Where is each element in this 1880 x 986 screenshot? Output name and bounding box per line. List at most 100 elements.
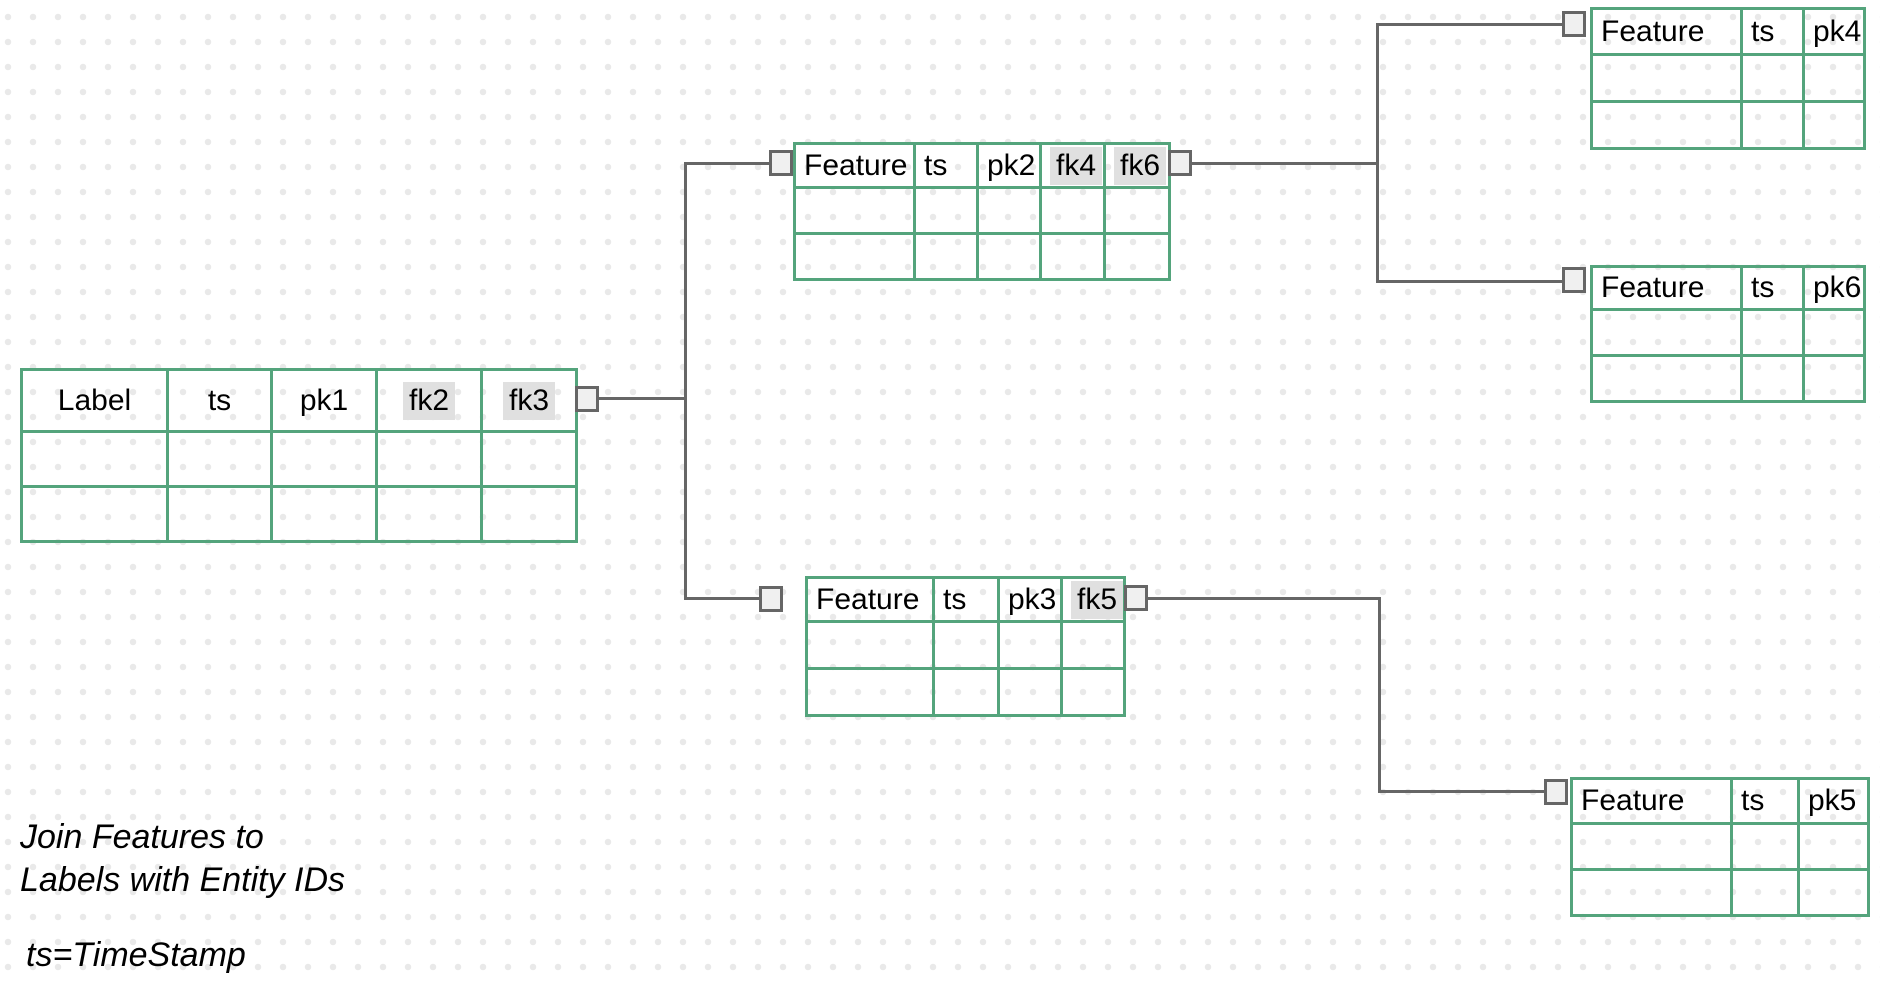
connector-port [575, 386, 599, 412]
column-header: pk1 [270, 368, 378, 433]
empty-cell [1740, 354, 1805, 403]
table-header-row: Feature ts pk4 [1590, 7, 1866, 56]
column-header: ts [1740, 265, 1805, 311]
empty-cell [805, 667, 935, 717]
empty-cell [1730, 822, 1800, 871]
label-table: Label ts pk1 fk2 fk3 [20, 368, 578, 543]
empty-cell [1740, 53, 1805, 103]
empty-cell [913, 232, 979, 281]
connector-edge-segment [684, 162, 769, 165]
empty-cell [375, 485, 483, 543]
connector-port [1562, 267, 1586, 293]
empty-cell [1059, 667, 1127, 717]
table-row [805, 620, 1127, 670]
connector-edge-segment [1376, 280, 1562, 283]
connector-edge-segment [1192, 162, 1376, 165]
table-row [1570, 868, 1870, 917]
empty-cell [1103, 232, 1171, 281]
column-header: pk5 [1797, 777, 1870, 825]
caption-line-1: Join Features to [20, 818, 264, 856]
connector-port [759, 586, 783, 612]
empty-cell [480, 485, 578, 543]
table-row [793, 186, 1171, 235]
table-header-row: Feature ts pk5 [1570, 777, 1870, 825]
empty-cell [166, 430, 273, 488]
connector-edge-segment [684, 597, 759, 600]
empty-cell [480, 430, 578, 488]
empty-cell [375, 430, 483, 488]
table-row [1590, 308, 1866, 357]
column-header: fk4 [1039, 142, 1106, 189]
empty-cell [270, 485, 378, 543]
table-row [793, 232, 1171, 281]
empty-cell [1039, 186, 1106, 235]
feature-pk3-table: Feature ts pk3 fk5 [805, 576, 1127, 717]
empty-cell [1730, 868, 1800, 917]
column-header: fk5 [1059, 576, 1127, 623]
empty-cell [1059, 620, 1127, 670]
empty-cell [793, 232, 916, 281]
empty-cell [997, 667, 1063, 717]
column-header: pk3 [997, 576, 1063, 623]
empty-cell [913, 186, 979, 235]
column-header: ts [1740, 7, 1805, 56]
empty-cell [932, 667, 1000, 717]
empty-cell [1590, 354, 1743, 403]
empty-cell [1740, 100, 1805, 150]
empty-cell [1570, 822, 1733, 871]
connector-edge-segment [1376, 23, 1379, 283]
column-header: ts [913, 142, 979, 189]
column-header: pk4 [1802, 7, 1866, 56]
empty-cell [1802, 100, 1866, 150]
empty-cell [932, 620, 1000, 670]
empty-cell [997, 620, 1063, 670]
column-header: Feature [1570, 777, 1733, 825]
column-header: fk2 [375, 368, 483, 433]
connector-edge-segment [1378, 790, 1544, 793]
empty-cell [1802, 354, 1866, 403]
empty-cell [270, 430, 378, 488]
column-header: Feature [805, 576, 935, 623]
connector-edge-segment [599, 397, 685, 400]
table-row [805, 667, 1127, 717]
connector-port [1562, 11, 1586, 37]
empty-cell [1103, 186, 1171, 235]
column-header: Label [20, 368, 169, 433]
empty-cell [1039, 232, 1106, 281]
column-header: pk2 [976, 142, 1042, 189]
empty-cell [1797, 822, 1870, 871]
column-header: pk6 [1802, 265, 1866, 311]
table-row [1570, 822, 1870, 871]
empty-cell [1802, 53, 1866, 103]
empty-cell [1590, 53, 1743, 103]
connector-port [1544, 779, 1568, 805]
empty-cell [20, 485, 169, 543]
empty-cell [1797, 868, 1870, 917]
empty-cell [1590, 100, 1743, 150]
connector-port [1124, 585, 1148, 611]
table-row [1590, 100, 1866, 150]
connector-edge-segment [1148, 597, 1378, 600]
column-header: ts [166, 368, 273, 433]
connector-port [769, 150, 793, 176]
column-header: Feature [1590, 7, 1743, 56]
empty-cell [1740, 308, 1805, 357]
table-row [1590, 53, 1866, 103]
diagram-caption: Join Features to Labels with Entity IDs [20, 816, 345, 902]
empty-cell [793, 186, 916, 235]
column-header: fk6 [1103, 142, 1171, 189]
column-header: fk3 [480, 368, 578, 433]
empty-cell [976, 186, 1042, 235]
caption-line-2: Labels with Entity IDs [20, 861, 346, 899]
column-header: Feature [793, 142, 916, 189]
connector-edge-segment [1376, 23, 1562, 26]
timestamp-legend: ts=TimeStamp [26, 936, 246, 974]
empty-cell [805, 620, 935, 670]
empty-cell [976, 232, 1042, 281]
connector-port [1168, 150, 1192, 176]
table-header-row: Feature ts pk6 [1590, 265, 1866, 311]
empty-cell [1802, 308, 1866, 357]
table-row [1590, 354, 1866, 403]
column-header: ts [932, 576, 1000, 623]
